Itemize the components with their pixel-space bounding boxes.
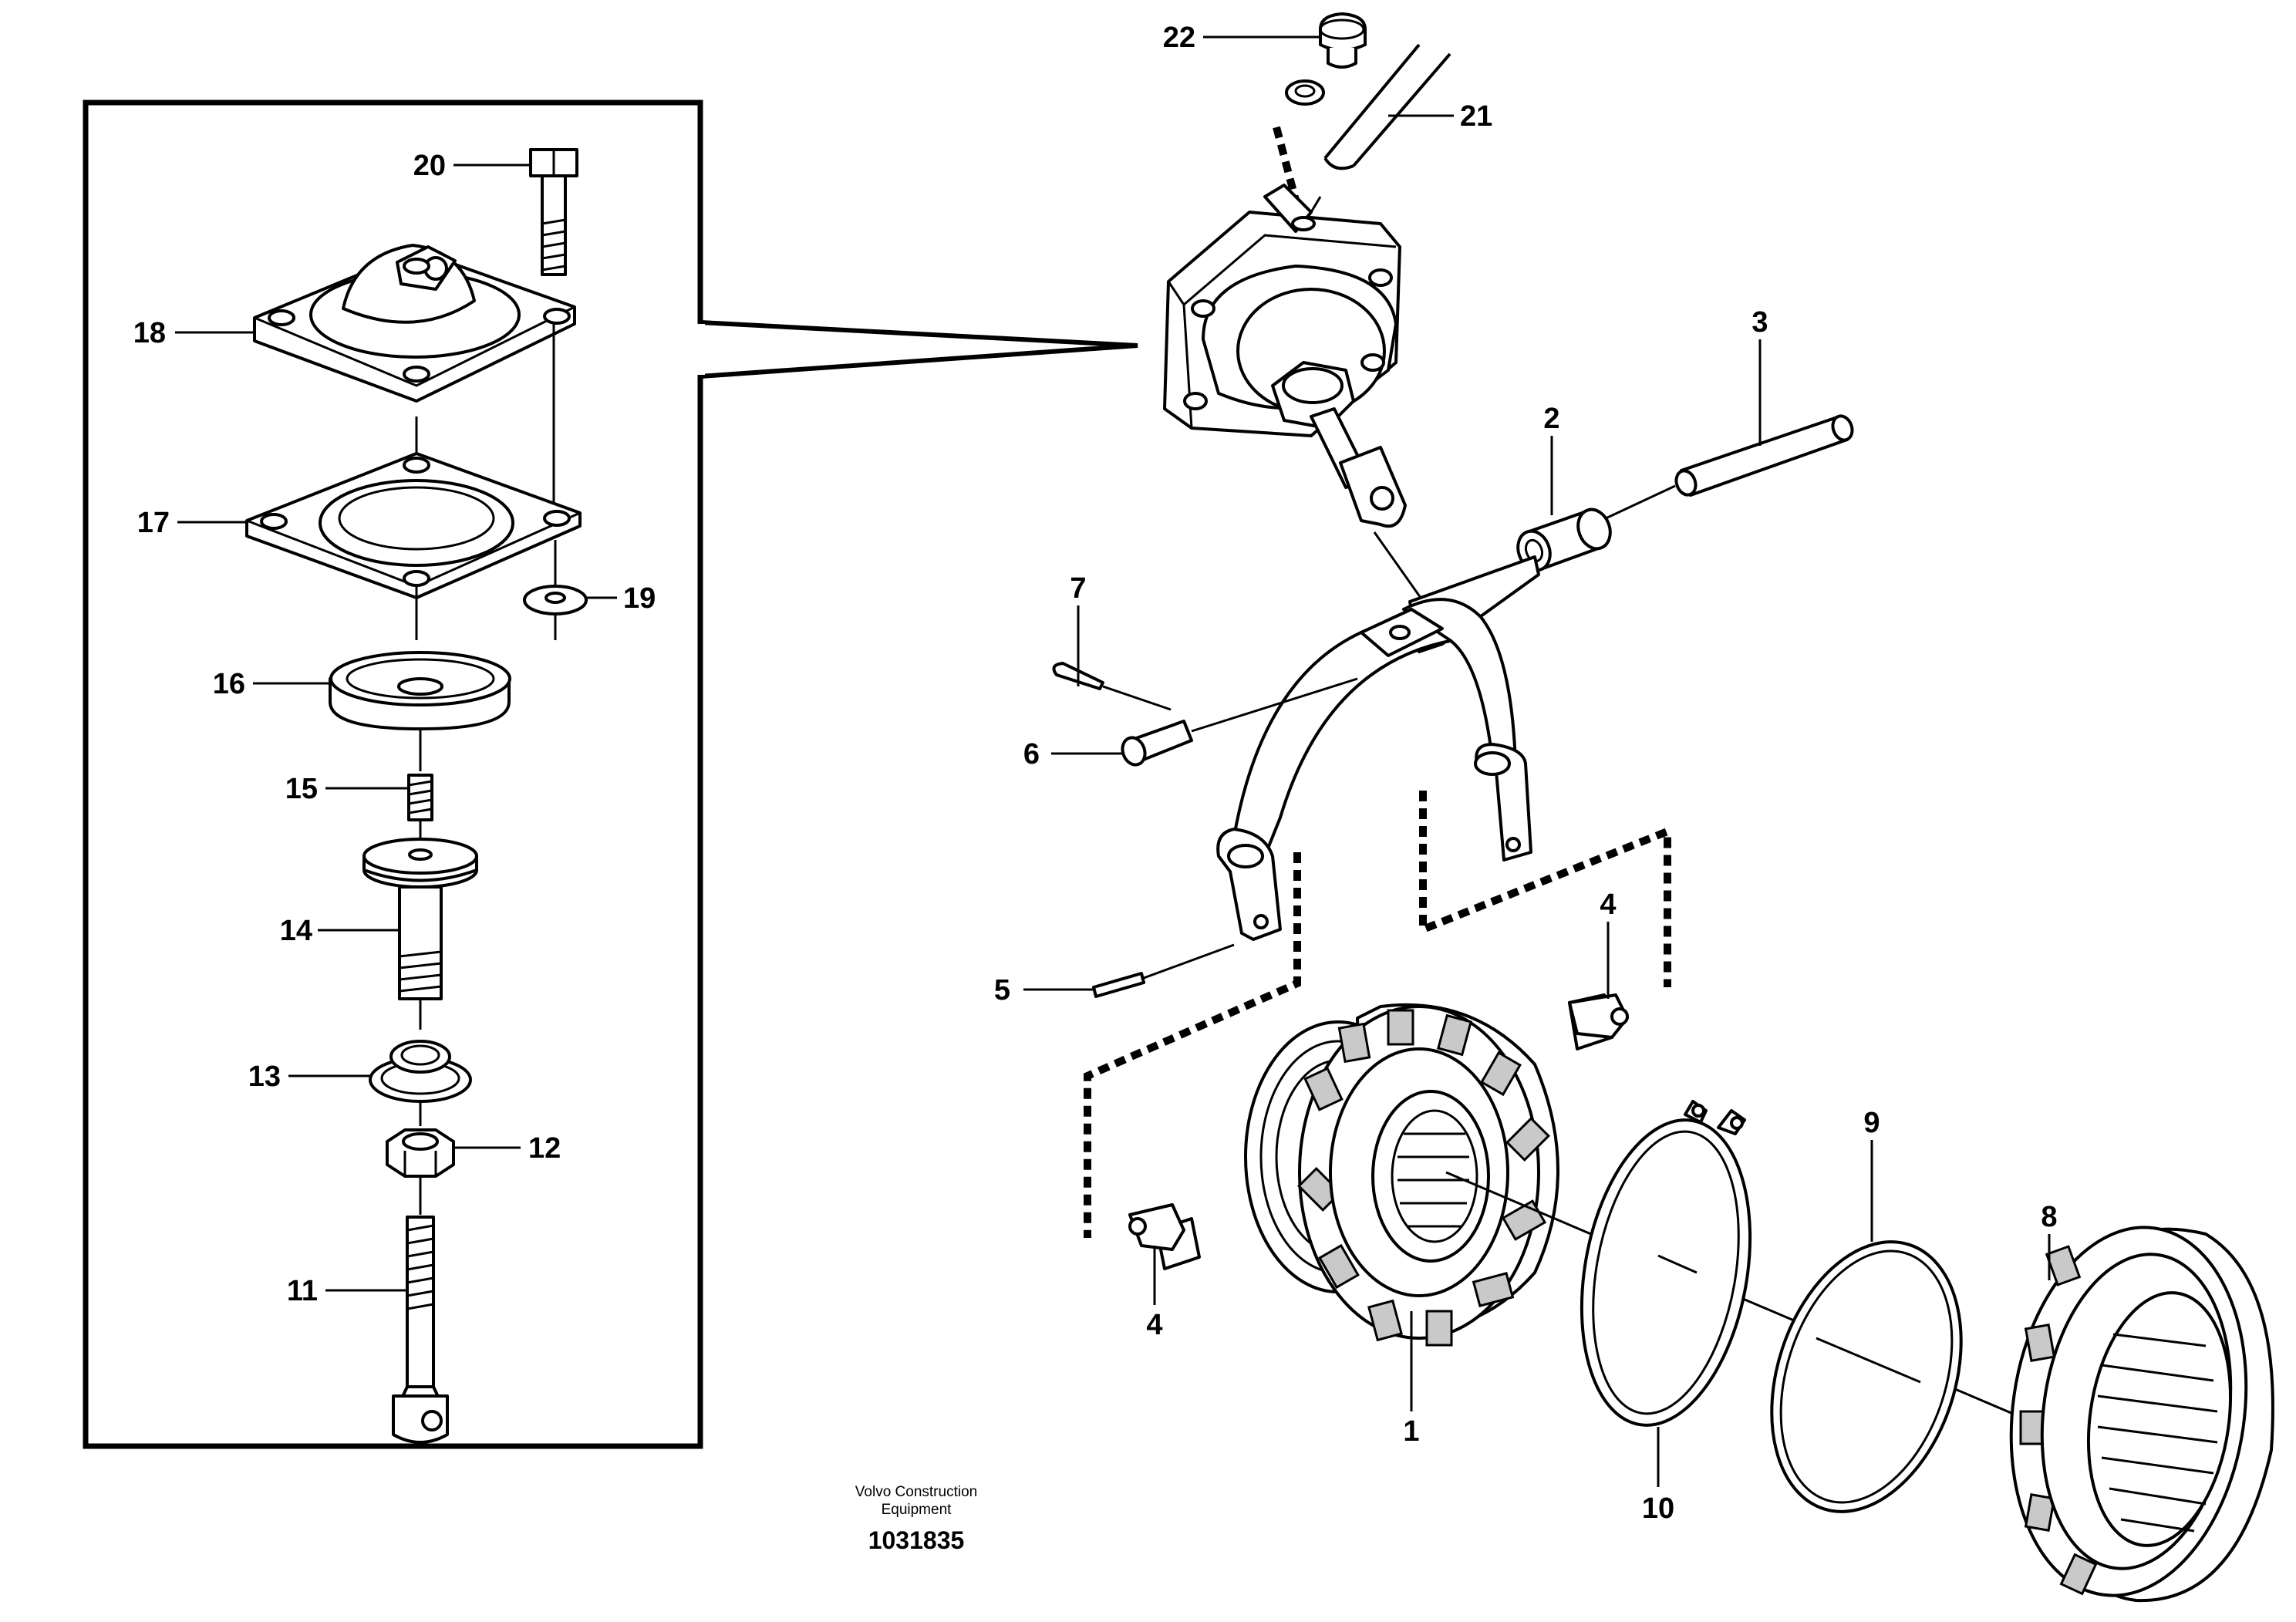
part-4-shoe-lower [1128,1203,1201,1305]
part-3-pin [1674,339,1854,497]
document-number: 1031835 [868,1526,965,1554]
part-4-shoe-upper [1568,922,1629,1050]
callout-7: 7 [1070,572,1086,605]
callout-21: 21 [1460,100,1492,133]
part-13-o-rings [369,1040,472,1103]
part-22-plug [1203,12,1367,106]
detail-inset [83,99,1138,1449]
part-12-nut [386,1128,455,1178]
callout-14: 14 [280,915,312,947]
part-6-pin [1051,677,1358,767]
part-18-cover-plate [253,244,576,403]
part-1-clutch-hub [1244,1003,1559,1411]
part-14-stud [362,838,478,1000]
callout-19: 19 [623,582,656,615]
callout-16: 16 [213,668,245,700]
callout-5: 5 [994,974,1010,1007]
part-21-hose [1323,43,1454,170]
callout-17: 17 [137,507,170,539]
callout-13: 13 [248,1061,281,1093]
assembly-dash-lines [1084,791,1671,1238]
part-15-set-screw [407,774,433,821]
shift-fork [1216,555,1540,941]
actuator-housing [1163,184,1407,528]
inset-pointer [700,320,1138,379]
part-7-split-pin [1052,605,1172,711]
callout-8: 8 [2041,1201,2057,1233]
inset-frame [83,99,703,1449]
credit-block: Volvo Construction Equipment 1031835 [855,1484,977,1554]
callout-labels: 1 2 3 4 4 5 6 7 8 9 10 11 12 13 14 15 16… [133,22,2058,1525]
part-19-washer [523,540,588,640]
part-16-bearing [329,651,511,730]
callout-2: 2 [1543,403,1559,435]
part-9-ring [1770,1140,1963,1513]
callout-15: 15 [285,773,318,805]
part-10-circlip [1580,1100,1752,1487]
callout-10: 10 [1642,1492,1674,1525]
credit-line-2: Equipment [882,1502,952,1518]
callout-4-upper: 4 [1600,889,1616,921]
part-20-bolt [529,148,578,276]
callout-22: 22 [1163,22,1195,54]
callout-1: 1 [1403,1415,1419,1448]
callout-9: 9 [1863,1107,1880,1139]
callout-4-lower: 4 [1146,1309,1162,1341]
callout-12: 12 [528,1132,561,1165]
credit-line-1: Volvo Construction [855,1484,977,1500]
callout-18: 18 [133,317,166,349]
callout-20: 20 [413,150,446,182]
part-8-sliding-sleeve [2009,1226,2274,1603]
callout-6: 6 [1023,738,1040,771]
part-5-roll-pin [1023,943,1235,998]
inset-leaders [175,164,617,1292]
callout-11: 11 [287,1275,318,1307]
part-17-gasket [245,452,582,599]
callout-3: 3 [1752,306,1768,339]
part-2-sleeve [1516,436,1612,572]
part-11-rod [392,1216,449,1444]
